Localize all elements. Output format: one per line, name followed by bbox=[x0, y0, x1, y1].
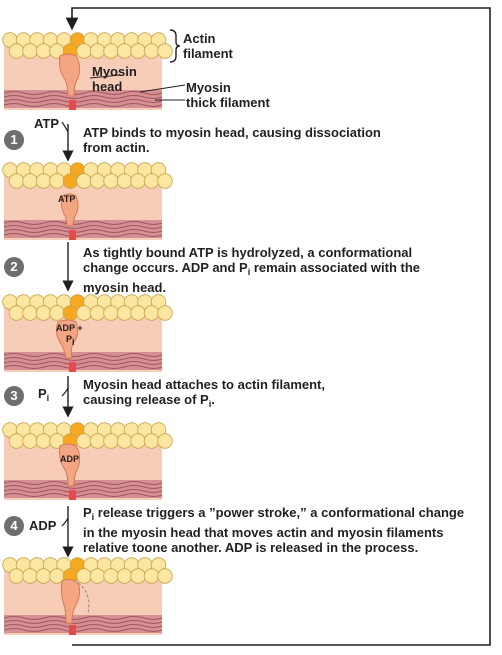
step-4-badge: 4 bbox=[4, 516, 24, 536]
step-2-panel-label-pi: Pi bbox=[66, 334, 75, 347]
step-1-panel-label: ATP bbox=[58, 194, 76, 204]
thick-filament-stripe bbox=[3, 620, 163, 624]
step-2-text: As tightly bound ATP is hydrolyzed, a co… bbox=[83, 245, 421, 295]
myosin-thick-filament bbox=[4, 90, 162, 108]
myosin-neck-base bbox=[69, 100, 76, 110]
thick-filament-stripe bbox=[3, 481, 163, 485]
thick-filament-stripe bbox=[3, 91, 163, 95]
thick-filament-stripe bbox=[3, 99, 163, 103]
step-3-side-label: Pi bbox=[38, 386, 50, 403]
actin-bead bbox=[157, 173, 173, 189]
thick-filament-stripe bbox=[3, 225, 163, 229]
actin-bead bbox=[157, 433, 173, 449]
step-2-badge: 2 bbox=[4, 257, 24, 277]
myosin-thick-filament bbox=[4, 480, 162, 498]
step-3-text: Myosin head attaches to actin filament, … bbox=[83, 377, 325, 409]
thick-filament-stripe bbox=[3, 103, 163, 107]
myosin-neck-base bbox=[69, 362, 76, 372]
thick-filament-stripe bbox=[3, 489, 163, 493]
thick-filament-stripe bbox=[3, 493, 163, 497]
myosin-thick-filament bbox=[4, 352, 162, 370]
thick-filament-stripe bbox=[3, 624, 163, 628]
myosin-head bbox=[55, 319, 79, 359]
myosin-thick-filament bbox=[4, 615, 162, 633]
myosin-head bbox=[59, 53, 81, 97]
myosin-neck-base bbox=[69, 230, 76, 240]
myosin-neck-base bbox=[69, 625, 76, 635]
thick-filament-stripe bbox=[3, 221, 163, 225]
thick-filament-stripe bbox=[3, 233, 163, 237]
step-2-panel-label-adp: ADP + bbox=[56, 323, 83, 333]
thick-filament-stripe bbox=[3, 229, 163, 233]
step-3-panel-label: ADP bbox=[60, 454, 80, 464]
thick-filament-stripe bbox=[3, 357, 163, 361]
myosin-head bbox=[59, 443, 81, 487]
thick-filament-stripe bbox=[3, 628, 163, 632]
step-1-side-label: ATP bbox=[34, 116, 60, 131]
thick-filament-stripe bbox=[3, 365, 163, 369]
step-1-badge: 1 bbox=[4, 130, 24, 150]
step-4-text: Pi release triggers a ”power stroke,” a … bbox=[83, 505, 465, 555]
step-4-side-label: ADP bbox=[29, 518, 57, 533]
thick-filament-stripe bbox=[3, 485, 163, 489]
actin-bead bbox=[157, 43, 173, 59]
step-1-text: ATP binds to myosin head, causing dissoc… bbox=[83, 125, 381, 155]
step-3-badge: 3 bbox=[4, 386, 24, 406]
myosin-head bbox=[60, 578, 81, 624]
myosin-thick-filament bbox=[4, 220, 162, 238]
thick-filament-stripe bbox=[3, 616, 163, 620]
thick-filament-stripe bbox=[3, 95, 163, 99]
myosin-head bbox=[60, 193, 79, 227]
previous-position-outline bbox=[77, 582, 90, 614]
thick-filament-stripe bbox=[3, 353, 163, 357]
thick-filament-stripe bbox=[3, 361, 163, 365]
myosin-neck-base bbox=[69, 490, 76, 500]
actin-bead bbox=[157, 305, 173, 321]
actin-bead bbox=[157, 568, 173, 584]
